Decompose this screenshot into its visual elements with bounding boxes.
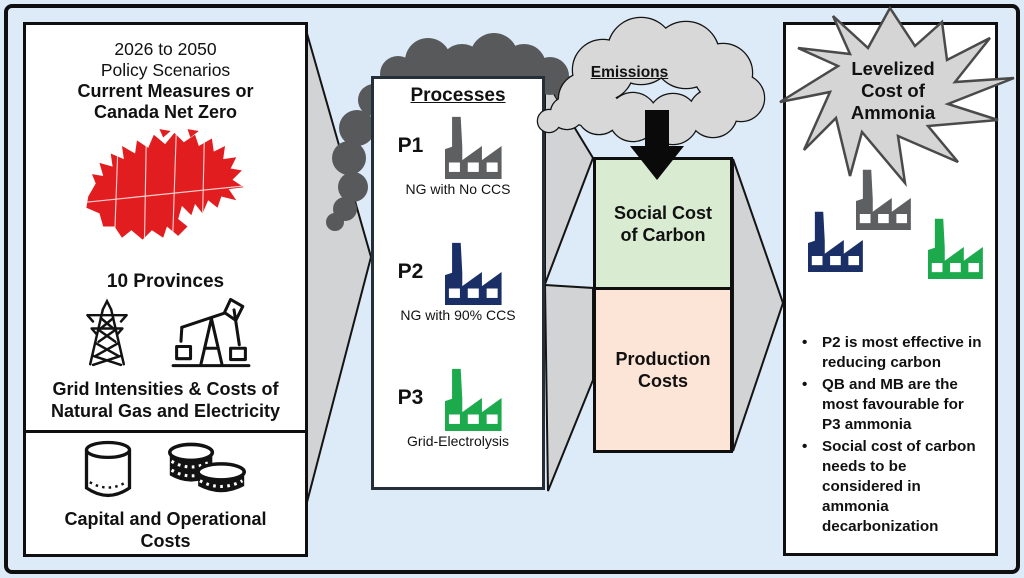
findings-bullet-list: • P2 is most effective in reducing carbo…: [802, 333, 982, 539]
grid-costs-label: Grid Intensities & Costs of Natural Gas …: [50, 379, 281, 421]
policy-current-measures: Current Measures or: [77, 81, 254, 101]
policy-scenario-text: 2026 to 2050 Policy Scenarios Current Me…: [26, 39, 305, 123]
process-p3-caption: Grid-Electrolysis: [407, 433, 509, 449]
policy-years: 2026 to 2050: [114, 39, 217, 59]
process-p1-label: P1: [397, 134, 424, 157]
capital-costs-panel: Capital and Operational Costs: [23, 430, 308, 557]
factory-p3-icon: [445, 368, 502, 431]
bullet-marker: •: [802, 438, 808, 455]
policy-scenarios: Policy Scenarios: [100, 60, 231, 80]
coins-icon: [161, 440, 253, 507]
results-panel: • P2 is most effective in reducing carbo…: [783, 22, 998, 556]
production-cost-label: Production Costs: [615, 349, 711, 391]
storage-barrel-icon: [79, 440, 137, 507]
factory-p1-icon: [445, 116, 502, 179]
emissions-label: Emissions: [590, 64, 669, 81]
canada-map-icon: [77, 129, 255, 256]
oil-pumpjack-icon: [169, 296, 253, 375]
factory-p2-icon: [445, 242, 502, 305]
production-cost-box: Production Costs: [593, 287, 733, 453]
bullet-text: QB and MB are the most favourable for P3…: [822, 376, 964, 433]
process-p1-caption: NG with No CCS: [405, 181, 511, 197]
social-cost-label: Social Cost of Carbon: [613, 202, 713, 245]
bullet-text: Social cost of carbon needs to be consid…: [822, 438, 976, 535]
policy-net-zero: Canada Net Zero: [93, 102, 238, 122]
bullet-text: P2 is most effective in reducing carbon: [822, 334, 982, 371]
process-p2: P2 NG with 90% CCS: [374, 239, 542, 323]
bullet-item: • Social cost of carbon needs to be cons…: [802, 437, 982, 537]
processes-title: Processes: [410, 85, 506, 106]
capital-costs-label: Capital and Operational Costs: [64, 509, 267, 551]
process-p3-label: P3: [397, 386, 424, 409]
bullet-marker: •: [802, 334, 808, 351]
factory-navy-icon: [808, 211, 863, 272]
provinces-label: 10 Provinces: [106, 271, 225, 292]
bullet-marker: •: [802, 376, 808, 393]
process-p2-caption: NG with 90% CCS: [400, 307, 516, 323]
process-p1: P1 NG with No CCS: [374, 113, 542, 197]
processes-panel: Processes P1 NG with No CCS P2 NG with 9…: [371, 76, 545, 490]
process-p2-label: P2: [397, 260, 424, 283]
social-cost-box: Social Cost of Carbon: [593, 157, 733, 290]
cost-icons-row: [26, 440, 305, 507]
outer-frame: [4, 4, 1020, 574]
bullet-item: • P2 is most effective in reducing carbo…: [802, 333, 982, 373]
bullet-item: • QB and MB are the most favourable for …: [802, 375, 982, 435]
levelized-cost-label: Levelized Cost of Ammonia: [850, 58, 936, 123]
scenario-panel: 2026 to 2050 Policy Scenarios Current Me…: [23, 22, 308, 433]
transmission-tower-icon: [79, 294, 135, 375]
process-p3: P3 Grid-Electrolysis: [374, 365, 542, 449]
energy-icons-row: [26, 296, 305, 375]
factory-green-icon: [928, 218, 983, 279]
